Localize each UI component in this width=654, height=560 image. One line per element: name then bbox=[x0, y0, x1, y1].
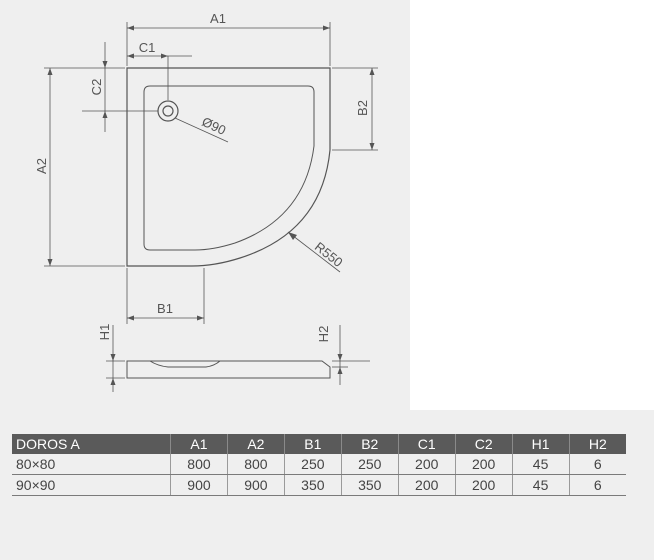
label-b1: B1 bbox=[157, 301, 173, 316]
tray-inner-basin bbox=[143, 85, 315, 251]
cell-b2: 250 bbox=[341, 454, 399, 475]
tray-side-drain-dip bbox=[149, 360, 221, 368]
label-a2: A2 bbox=[34, 158, 49, 174]
cell-a1: 800 bbox=[170, 454, 228, 475]
side-view-arrows bbox=[110, 354, 343, 385]
label-c2: C2 bbox=[89, 79, 104, 96]
tray-side-profile bbox=[126, 360, 331, 379]
header-h1: H1 bbox=[512, 434, 570, 454]
header-c2: C2 bbox=[455, 434, 513, 454]
cell-a2: 800 bbox=[227, 454, 285, 475]
cell-b2: 350 bbox=[341, 474, 399, 496]
cell-c1: 200 bbox=[398, 474, 456, 496]
cell-c2: 200 bbox=[455, 474, 513, 496]
header-a1: A1 bbox=[170, 434, 228, 454]
cell-h1: 45 bbox=[512, 474, 570, 496]
dimension-arrows bbox=[47, 25, 375, 321]
table-row: 80×80 800 800 250 250 200 200 45 6 bbox=[12, 454, 626, 475]
dimension-b1 bbox=[126, 268, 205, 324]
drain-leader bbox=[174, 117, 229, 143]
spec-table: DOROS A A1 A2 B1 B2 C1 C2 H1 H2 80×80 80… bbox=[12, 434, 626, 496]
label-radius: R550 bbox=[312, 239, 346, 270]
header-b2: B2 bbox=[341, 434, 399, 454]
cell-c2: 200 bbox=[455, 454, 513, 475]
header-model: DOROS A bbox=[12, 434, 171, 454]
dimension-a2 bbox=[44, 67, 125, 267]
tray-outer-outline bbox=[126, 67, 331, 267]
label-b2: B2 bbox=[355, 100, 370, 116]
radius-leader bbox=[287, 231, 341, 273]
label-h2: H2 bbox=[316, 326, 331, 343]
header-a2: A2 bbox=[227, 434, 285, 454]
cell-b1: 350 bbox=[284, 474, 342, 496]
cell-b1: 250 bbox=[284, 454, 342, 475]
header-c1: C1 bbox=[398, 434, 456, 454]
technical-drawing: A1 C1 C2 A2 B2 Ø90 R550 B1 H1 H2 bbox=[34, 11, 378, 392]
table-row: 90×90 900 900 350 350 200 200 45 6 bbox=[12, 474, 626, 496]
label-h1: H1 bbox=[97, 324, 112, 341]
header-b1: B1 bbox=[284, 434, 342, 454]
dimension-a1 bbox=[126, 22, 331, 66]
table-header-row: DOROS A A1 A2 B1 B2 C1 C2 H1 H2 bbox=[12, 434, 626, 454]
cell-size: 90×90 bbox=[12, 474, 171, 496]
label-a1: A1 bbox=[210, 11, 226, 26]
cell-h2: 6 bbox=[569, 474, 626, 496]
cell-h2: 6 bbox=[569, 454, 626, 475]
cell-size: 80×80 bbox=[12, 454, 171, 475]
label-c1: C1 bbox=[139, 40, 156, 55]
dimension-c1 bbox=[127, 55, 192, 100]
dimension-b2 bbox=[332, 67, 378, 151]
cell-a2: 900 bbox=[227, 474, 285, 496]
label-drain: Ø90 bbox=[200, 114, 229, 138]
header-h2: H2 bbox=[569, 434, 626, 454]
cell-h1: 45 bbox=[512, 454, 570, 475]
dimension-h2 bbox=[332, 325, 370, 385]
cell-a1: 900 bbox=[170, 474, 228, 496]
cell-c1: 200 bbox=[398, 454, 456, 475]
